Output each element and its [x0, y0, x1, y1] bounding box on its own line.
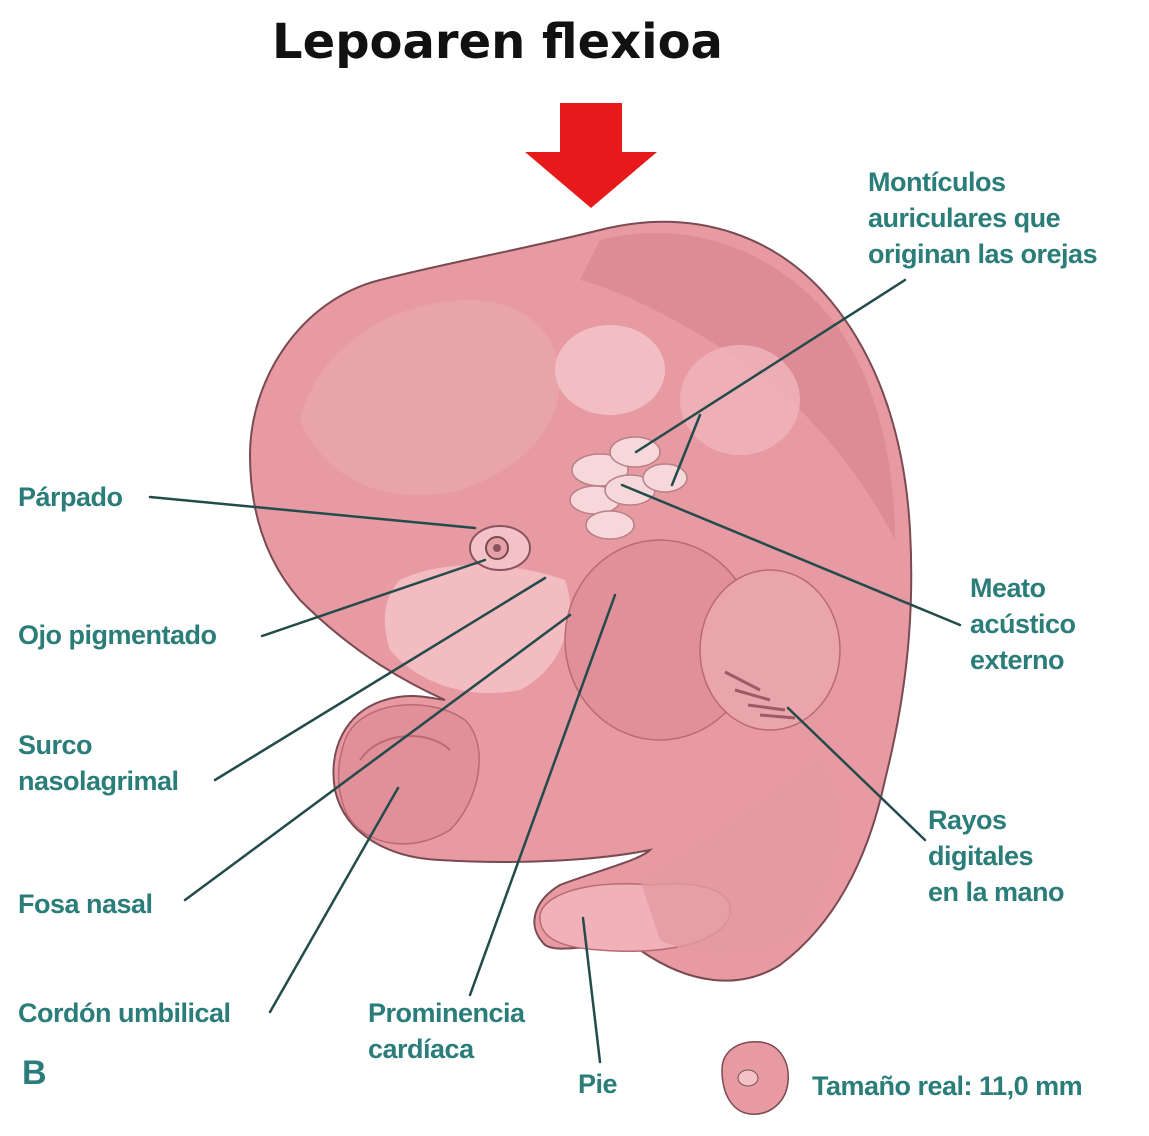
head-highlight: [300, 300, 560, 496]
label-ojo-pigmentado: Ojo pigmentado: [18, 620, 217, 650]
label-fosa-nasal: Fosa nasal: [18, 889, 153, 919]
actual-size-embryo-icon: [721, 1041, 789, 1115]
leader-pie: [581, 916, 602, 1064]
label-monticulos-auriculares: Montículos auriculares que originan las …: [868, 167, 1098, 269]
leader-monticulos-2: [670, 413, 702, 487]
eye: [469, 525, 531, 571]
label-pie: Pie: [578, 1069, 618, 1099]
leader-ojo: [260, 558, 487, 638]
hindbrain-light-patch: [680, 345, 800, 455]
back-shadow: [580, 233, 895, 540]
umbilical-cord: [337, 704, 480, 845]
leader-cordon: [268, 786, 400, 1014]
red-down-arrow-icon: [525, 103, 657, 208]
brain-light-patch: [555, 325, 665, 415]
label-surco-nasolagrimal: Surco nasolagrimal: [18, 730, 179, 796]
label-parpado: Párpado: [18, 482, 123, 512]
leader-parpado: [148, 495, 477, 530]
tail-region: [640, 760, 838, 954]
label-tamano-real: Tamaño real: 11,0 mm: [812, 1071, 1083, 1101]
label-rayos-digitales: Rayos digitales en la mano: [928, 805, 1065, 907]
leader-fosa: [183, 613, 572, 902]
leader-meato: [620, 483, 962, 627]
leader-lines: [148, 278, 962, 1064]
leader-rayos: [786, 706, 927, 842]
label-meato-acustico: Meato acústico externo: [970, 573, 1076, 675]
diagram-title: Lepoaren flexioa: [272, 14, 723, 70]
leader-monticulos-1: [634, 278, 907, 454]
label-prominencia-cardiaca: Prominencia cardíaca: [368, 998, 525, 1064]
label-cordon-umbilical: Cordón umbilical: [18, 998, 231, 1028]
leader-surco: [213, 576, 547, 782]
face-region: [384, 565, 570, 694]
panel-letter: B: [22, 1054, 47, 1092]
digital-rays: [724, 670, 796, 720]
hand-bud: [699, 569, 841, 731]
leader-prominencia: [468, 593, 617, 997]
